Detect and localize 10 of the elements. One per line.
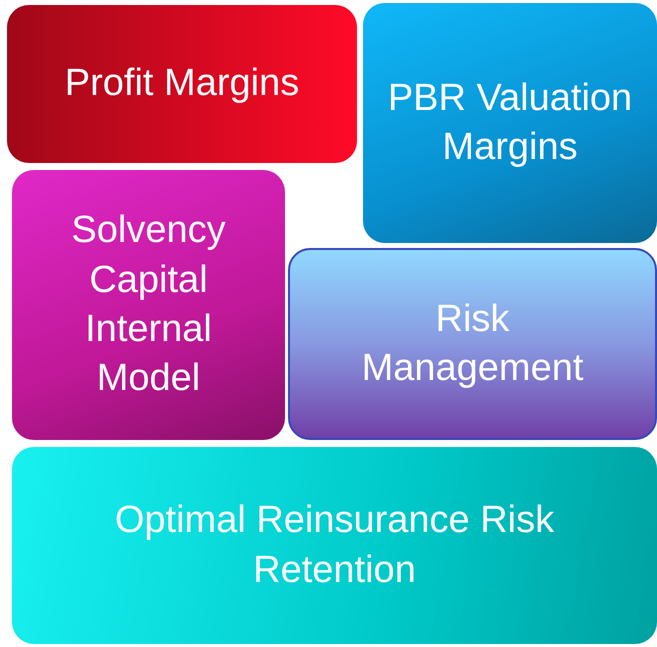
tile-label: Profit Margins (64, 61, 300, 106)
tile (363, 3, 657, 243)
tile (12, 447, 657, 644)
tile (288, 248, 657, 440)
tile (7, 5, 357, 163)
tile-label: Solvency Capital Internal Model (70, 208, 227, 402)
tile (12, 170, 285, 440)
tile-label: PBR Valuation Margins (386, 76, 634, 170)
tile-label: Optimal Reinsurance Risk Retention (114, 498, 556, 592)
tile-label: Risk Management (360, 296, 584, 391)
